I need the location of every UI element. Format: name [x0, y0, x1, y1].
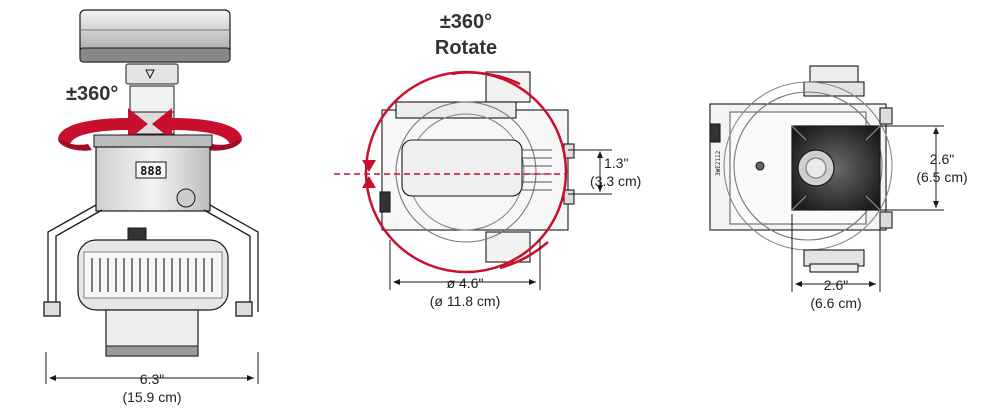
rotation-circle — [364, 70, 568, 274]
middle-offset-label: 1.3" — [604, 155, 629, 171]
middle-fixture-view — [334, 70, 612, 290]
yoke-top-bar — [93, 134, 213, 148]
right-width-dimension — [791, 214, 881, 292]
left-width-metric-label: (15.9 cm) — [122, 389, 182, 405]
rotate-arrows-icon — [58, 108, 242, 151]
middle-rotate-word: Rotate — [434, 37, 498, 59]
controller-box: 888 — [95, 146, 211, 212]
middle-offset-dimension — [568, 149, 612, 195]
yoke-arms — [43, 204, 259, 317]
svg-text:888: 888 — [140, 164, 162, 178]
mount-cap — [79, 9, 231, 63]
right-width-label: 2.6" — [823, 277, 849, 293]
middle-diameter-label: ø 4.6" — [446, 275, 484, 291]
left-width-label: 6.3" — [139, 371, 165, 387]
middle-rotate-label: ±360° — [439, 11, 493, 33]
fixture-housing — [77, 227, 229, 357]
lens-horn — [791, 125, 881, 211]
left-rotate-label: ±360° — [66, 83, 119, 105]
right-width-metric-label: (6.6 cm) — [810, 295, 862, 311]
middle-diameter-dimension — [389, 240, 541, 290]
tilt-knob-icon — [176, 188, 196, 208]
left-fixture-view: 888 — [43, 9, 259, 384]
center-axis-marker — [334, 160, 566, 188]
right-height-label: 2.6" — [929, 151, 955, 167]
projector-body — [379, 71, 575, 263]
middle-diameter-metric-label: (ø 11.8 cm) — [429, 293, 501, 309]
arrow-up-icon — [362, 176, 376, 188]
arrow-down-icon — [362, 160, 376, 172]
right-fixture-view: 3WE2112 — [709, 65, 944, 292]
right-height-dimension — [880, 125, 944, 211]
right-height-metric-label: (6.5 cm) — [916, 169, 968, 185]
left-width-dimension — [45, 352, 259, 384]
led-display — [135, 161, 167, 179]
panel-label: 3WE2112 — [715, 150, 722, 176]
middle-offset-metric-label: (3.3 cm) — [590, 173, 642, 189]
